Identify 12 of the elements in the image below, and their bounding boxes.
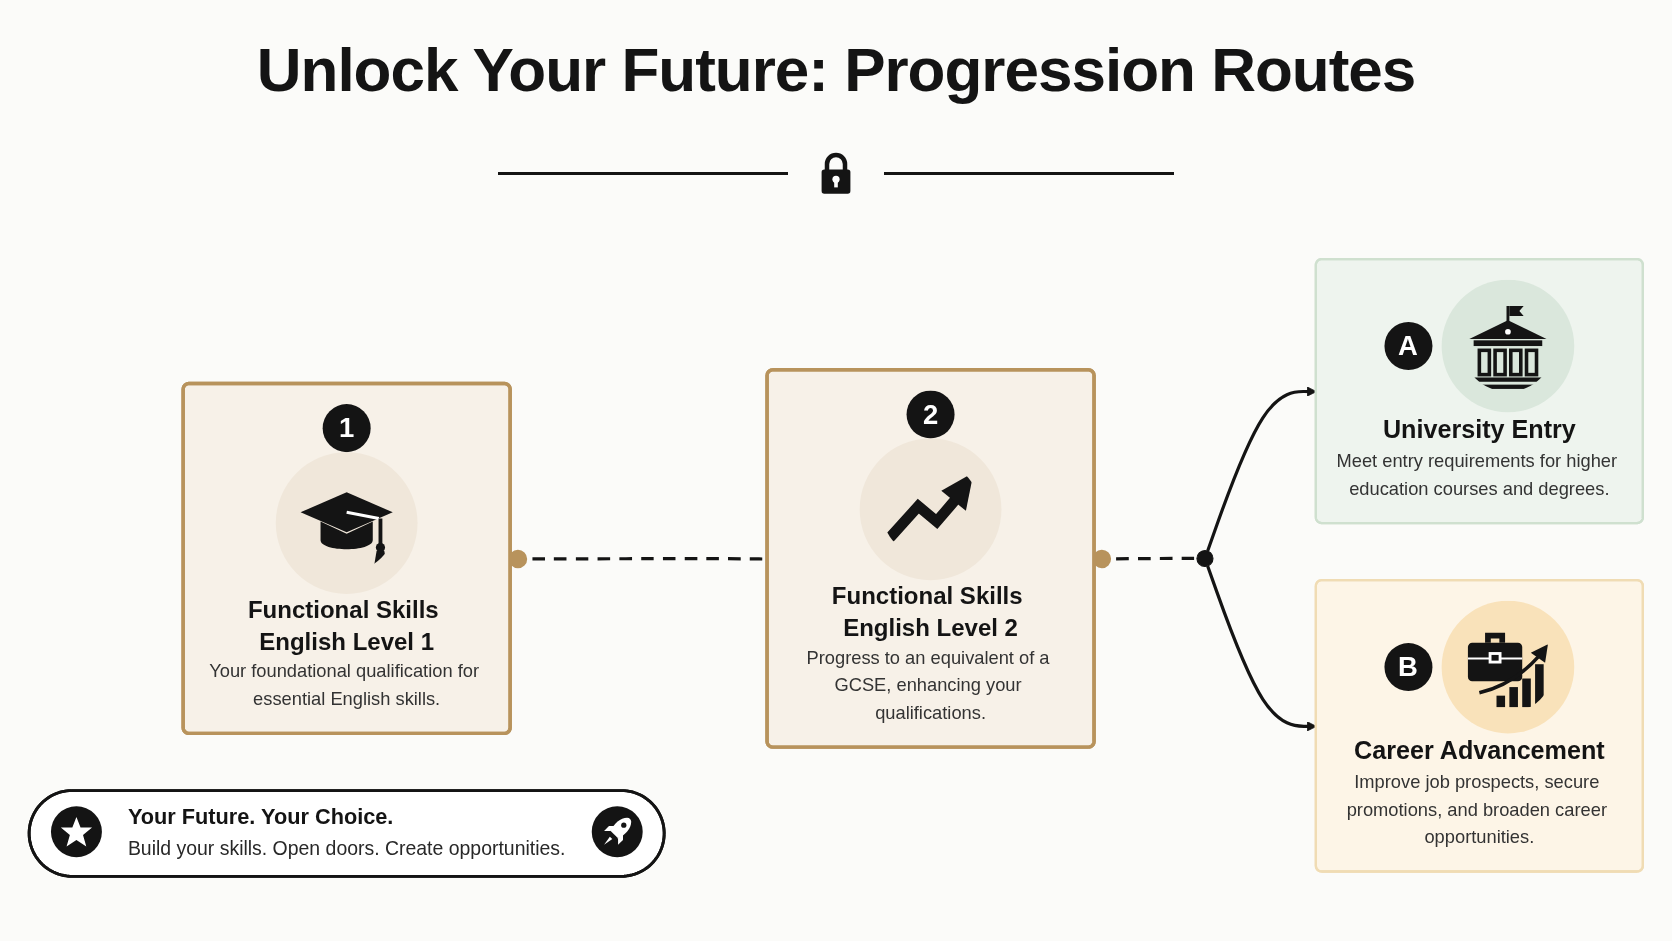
tagline: Build your skills. Open doors. Create opportunities. xyxy=(127,836,566,859)
slogan: Your Future. Your Choice. xyxy=(127,804,394,829)
route-description: Improve job prospects, secure promotions, and broaden career opportunities. xyxy=(1346,771,1608,847)
title: Unlock Your Future: Progression Routes xyxy=(256,34,1416,106)
step-description: Your foundational qualification for essential English skills. xyxy=(209,661,481,708)
node-circle xyxy=(1196,549,1214,567)
step-description: Progress to an equivalent of a GCSE, enhancing your qualifications. xyxy=(806,647,1051,722)
route-description: Meet entry requirements for higher education courses and degrees. xyxy=(1336,450,1619,498)
step-title: Functional Skills English Level 2 xyxy=(831,582,1024,641)
route-title: University Entry xyxy=(1382,414,1576,443)
step-title: Functional Skills English Level 1 xyxy=(247,595,440,655)
route-title: Career Advancement xyxy=(1354,735,1605,765)
